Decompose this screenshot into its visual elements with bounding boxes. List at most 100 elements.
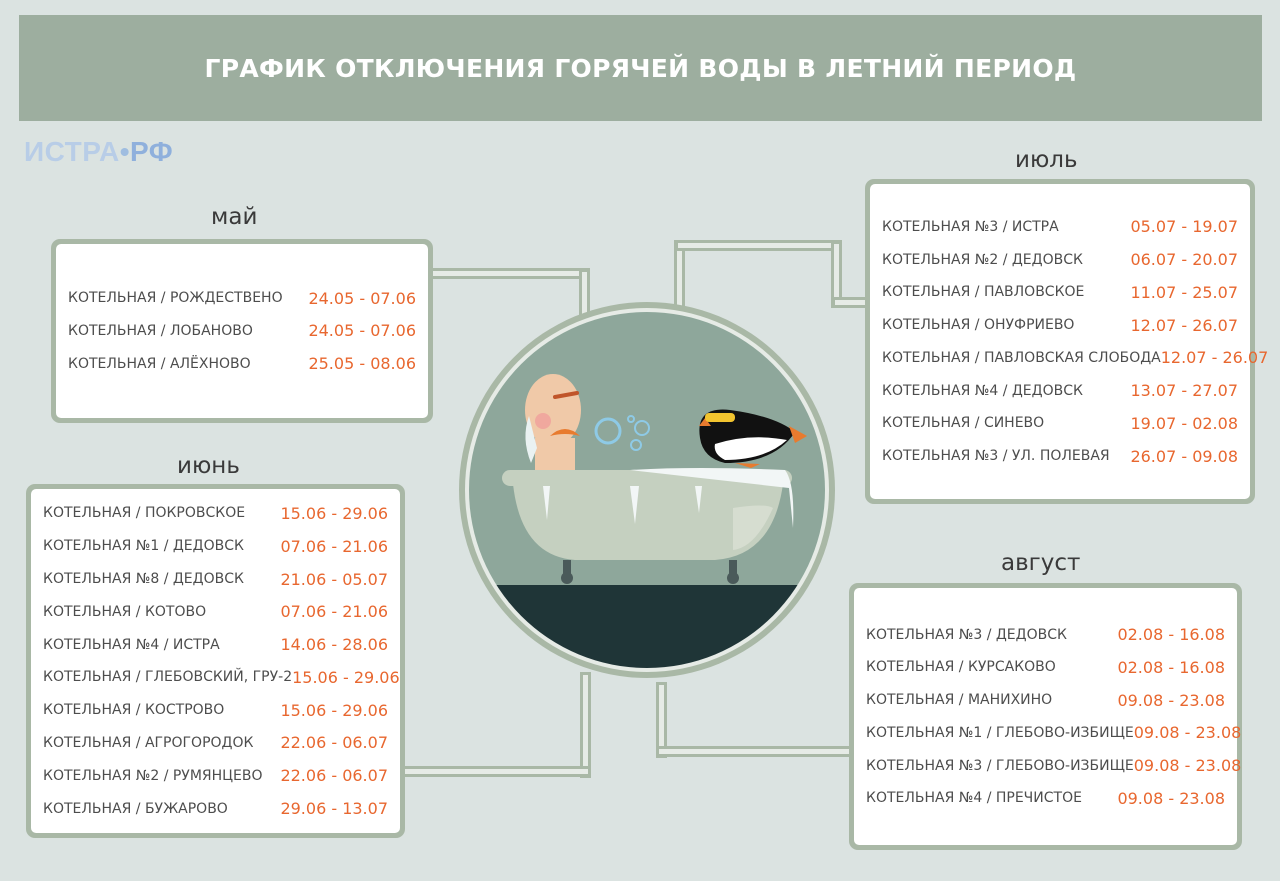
istra-logo: ИСТРА•РФ [24,136,173,168]
outage-dates: 29.06 - 13.07 [280,799,388,819]
schedule-row: КОТЕЛЬНАЯ №4 / ПРЕЧИСТОЕ 09.08 - 23.08 [866,782,1225,815]
boiler-name: КОТЕЛЬНАЯ / ГЛЕБОВСКИЙ, ГРУ-2 [43,669,293,686]
boiler-name: КОТЕЛЬНАЯ / КОТОВО [43,603,207,620]
boiler-name: КОТЕЛЬНАЯ / ПАВЛОВСКАЯ СЛОБОДА [882,349,1161,366]
boiler-name: КОТЕЛЬНАЯ №8 / ДЕДОВСК [43,571,244,587]
schedule-row: КОТЕЛЬНАЯ / МАНИХИНО 09.08 - 23.08 [866,684,1225,717]
boiler-name: КОТЕЛЬНАЯ / АЛЁХНОВО [68,355,251,372]
boiler-name: КОТЕЛЬНАЯ / КОСТРОВО [43,702,225,719]
boiler-name: КОТЕЛЬНАЯ / ПАВЛОВСКОЕ [882,284,1085,301]
boiler-name: КОТЕЛЬНАЯ №3 / ДЕДОВСК [866,626,1067,643]
schedule-row: КОТЕЛЬНАЯ / СИНЕВО 19.07 - 02.08 [882,407,1238,440]
boiler-name: КОТЕЛЬНАЯ №3 / ГЛЕБОВО-ИЗБИЩЕ [866,757,1134,774]
schedule-row: КОТЕЛЬНАЯ / ЛОБАНОВО 24.05 - 07.06 [68,315,416,348]
schedule-row: КОТЕЛЬНАЯ №3 / УЛ. ПОЛЕВАЯ 26.07 - 09.08 [882,440,1238,473]
boiler-name: КОТЕЛЬНАЯ / СИНЕВО [882,415,1045,432]
boiler-name: КОТЕЛЬНАЯ / КУРСАКОВО [866,659,1056,676]
schedule-row: КОТЕЛЬНАЯ / РОЖДЕСТВЕНО 24.05 - 07.06 [68,282,416,315]
outage-dates: 02.08 - 16.08 [1117,657,1225,677]
boiler-name: КОТЕЛЬНАЯ / БУЖАРОВО [43,800,228,817]
outage-dates: 13.07 - 27.07 [1130,381,1238,401]
schedule-row: КОТЕЛЬНАЯ №3 / ДЕДОВСК 02.08 - 16.08 [866,618,1225,651]
title-banner: ГРАФИК ОТКЛЮЧЕНИЯ ГОРЯЧЕЙ ВОДЫ В ЛЕТНИЙ … [19,15,1262,121]
outage-dates: 09.08 - 23.08 [1117,690,1225,710]
schedule-box-july: КОТЕЛЬНАЯ №3 / ИСТРА 05.07 - 19.07 КОТЕЛЬ… [865,179,1268,504]
outage-dates: 15.06 - 29.06 [280,503,388,523]
man-icon [525,374,581,473]
boiler-name: КОТЕЛЬНАЯ №2 / РУМЯНЦЕВО [43,767,263,784]
penguin-icon [699,409,807,468]
outage-dates: 22.06 - 06.07 [280,733,388,753]
logo-dot: • [119,136,130,167]
outage-dates: 24.05 - 07.06 [308,321,416,341]
pipe-may-v-inner [582,272,587,316]
boiler-name: КОТЕЛЬНАЯ №3 / УЛ. ПОЛЕВАЯ [882,448,1110,465]
boiler-name: КОТЕЛЬНАЯ №1 / ДЕДОВСК [43,538,244,555]
outage-dates: 06.07 - 20.07 [1130,250,1238,269]
outage-dates: 22.06 - 06.07 [280,766,388,786]
boiler-name: КОТЕЛЬНАЯ №3 / ИСТРА [882,218,1059,235]
outage-dates: 07.06 - 21.06 [280,536,388,556]
boiler-name: КОТЕЛЬНАЯ / РОЖДЕСТВЕНО [68,290,283,307]
schedule-row: КОТЕЛЬНАЯ №4 / ИСТРА 14.06 - 28.06 [43,628,388,661]
month-label-june: июнь [177,453,240,479]
boiler-name: КОТЕЛЬНАЯ №1 / ГЛЕБОВО-ИЗБИЩЕ [866,724,1134,741]
pipe-july-h1-inner [678,243,838,248]
pipe-july-h2-inner [835,300,871,305]
outage-dates: 09.08 - 23.08 [1117,788,1225,808]
logo-suffix: РФ [130,136,174,167]
month-label-july: июль [1015,147,1078,173]
outage-dates: 15.06 - 29.06 [292,667,400,687]
boiler-name: КОТЕЛЬНАЯ / МАНИХИНО [866,692,1053,709]
outage-dates: 12.07 - 26.07 [1130,315,1238,335]
schedule-list-may: КОТЕЛЬНАЯ / РОЖДЕСТВЕНО 24.05 - 07.06 КОТ… [56,244,428,418]
pipe-aug-v-inner [659,685,664,755]
boiler-name: КОТЕЛЬНАЯ / ЛОБАНОВО [68,322,253,339]
outage-dates: 02.08 - 16.08 [1117,625,1225,644]
outage-dates: 26.07 - 09.08 [1130,446,1238,466]
bubble-icon [630,439,642,451]
schedule-row: КОТЕЛЬНАЯ / БУЖАРОВО 29.06 - 13.07 [43,792,388,825]
schedule-box-august: КОТЕЛЬНАЯ №3 / ДЕДОВСК 02.08 - 16.08 КОТЕ… [849,583,1242,850]
bubble-icon [594,417,622,445]
outage-dates: 05.07 - 19.07 [1130,217,1238,237]
outage-dates: 19.07 - 02.08 [1130,413,1238,433]
outage-dates: 09.08 - 23.08 [1133,723,1242,743]
boiler-name: КОТЕЛЬНАЯ №4 / ПРЕЧИСТОЕ [866,790,1082,807]
outage-dates: 21.06 - 05.07 [280,569,388,589]
boiler-name: КОТЕЛЬНАЯ / ОНУФРИЕВО [882,317,1075,334]
schedule-row: КОТЕЛЬНАЯ №3 / ИСТРА 05.07 - 19.07 [882,210,1238,243]
logo-main: ИСТРА [24,136,120,167]
schedule-list-august: КОТЕЛЬНАЯ №3 / ДЕДОВСК 02.08 - 16.08 КОТЕ… [854,588,1241,845]
bathtub-illustration [459,302,835,678]
outage-dates: 24.05 - 07.06 [308,288,416,308]
pipe-july-v1-inner [677,244,682,308]
schedule-list-july: КОТЕЛЬНАЯ №3 / ИСТРА 05.07 - 19.07 КОТЕЛЬ… [870,184,1268,499]
pipe-may-h-inner [432,271,585,276]
schedule-row: КОТЕЛЬНАЯ / АЛЁХНОВО 25.05 - 08.06 [68,347,416,380]
schedule-row: КОТЕЛЬНАЯ / ОНУФРИЕВО 12.07 - 26.07 [882,309,1238,342]
outage-dates: 15.06 - 29.06 [280,700,388,720]
boiler-name: КОТЕЛЬНАЯ №4 / ИСТРА [43,636,220,653]
month-label-august: август [1001,550,1081,576]
outage-dates: 25.05 - 08.06 [308,354,416,374]
outage-dates: 14.06 - 28.06 [280,635,388,655]
page-title: ГРАФИК ОТКЛЮЧЕНИЯ ГОРЯЧЕЙ ВОДЫ В ЛЕТНИЙ … [204,53,1077,83]
pipe-june-v-inner [583,675,588,775]
schedule-row: КОТЕЛЬНАЯ №1 / ДЕДОВСК 07.06 - 21.06 [43,530,388,563]
outage-dates: 07.06 - 21.06 [280,602,388,622]
outage-dates: 09.08 - 23.08 [1133,756,1242,776]
bubble-icon [627,415,635,423]
schedule-row: КОТЕЛЬНАЯ / КОСТРОВО 15.06 - 29.06 [43,694,388,727]
outage-dates: 12.07 - 26.07 [1160,348,1269,368]
